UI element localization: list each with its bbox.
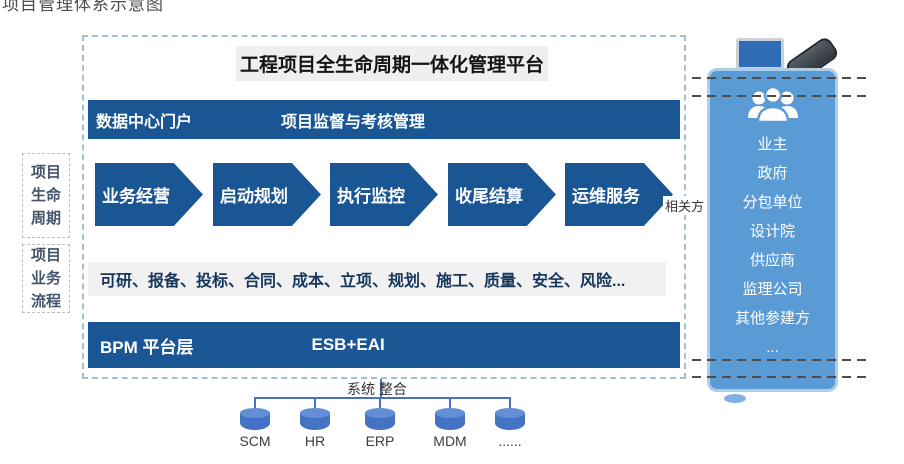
panel-tail-shape [724,394,746,403]
stakeholder-item: 政府 [757,165,788,182]
people-group-icon [746,85,800,130]
bpm-platform-bar: BPM 平台层 ESB+EAI [88,322,680,368]
panel-dashed-line [692,95,872,97]
panel-dashed-line [692,77,872,79]
page-heading-clipped: 项目管理体系示意图 [2,0,164,14]
bpm-left-label: BPM 平台层 [100,337,194,357]
integration-drop-line [449,397,451,410]
stakeholders-panel: 业主 政府 分包单位 设计院 供应商 监理公司 其他参建方 ... [707,68,838,392]
stakeholder-item: 设计院 [749,223,795,240]
portal-bar: 数据中心门户 项目监督与考核管理 [88,100,680,139]
stakeholder-item: 分包单位 [742,194,803,211]
stakeholder-item: 监理公司 [742,281,803,298]
database-cylinder-icon [495,408,525,431]
integration-drop-line [314,397,316,410]
lifecycle-label-line: 项目 [30,163,61,181]
portal-right-label: 项目监督与考核管理 [281,113,426,131]
portal-left-label: 数据中心门户 [96,113,193,131]
lifecycle-label-line: 周期 [30,210,61,228]
system-name-hr: HR [304,433,326,449]
business-label-line: 项目 [30,246,61,264]
integration-drop-line [379,397,381,410]
platform-title: 工程项目全生命周期一体化管理平台 [236,46,548,81]
database-cylinder-icon [365,408,395,431]
database-cylinder-icon [435,408,465,431]
integration-trunk-line [380,379,382,398]
database-cylinder-icon [300,408,330,431]
integration-bus-line [255,397,511,399]
integration-drop-line [509,397,511,410]
panel-dashed-line [692,376,872,378]
stakeholder-item: 业主 [757,136,788,153]
stakeholders-side-label: 相关方 [663,196,707,215]
business-label-line: 流程 [30,293,61,311]
bpm-right-label: ESB+EAI [311,335,385,354]
business-side-label: 项目 业务 流程 [22,244,70,313]
panel-dashed-line [692,359,872,361]
lifecycle-side-label: 项目 生命 周期 [22,153,70,238]
integration-label: 系统 整合 [347,381,407,397]
monitor-screen [736,38,784,70]
database-cylinder-icon [240,408,270,431]
lifecycle-label-line: 生命 [30,186,61,204]
business-process-bar: 可研、报备、投标、合同、成本、立项、规划、施工、质量、安全、风险... [88,262,666,296]
stakeholder-item: 供应商 [749,252,795,269]
business-label-line: 业务 [30,269,61,287]
integration-drop-line [254,397,256,410]
system-name-scm: SCM [239,433,271,449]
system-name-erp: ERP [365,433,395,449]
system-name-mdm: MDM [433,433,467,449]
stakeholder-item-more: ... [766,339,779,356]
system-name-more: ...... [498,433,522,449]
stakeholder-item: 其他参建方 [734,310,810,327]
